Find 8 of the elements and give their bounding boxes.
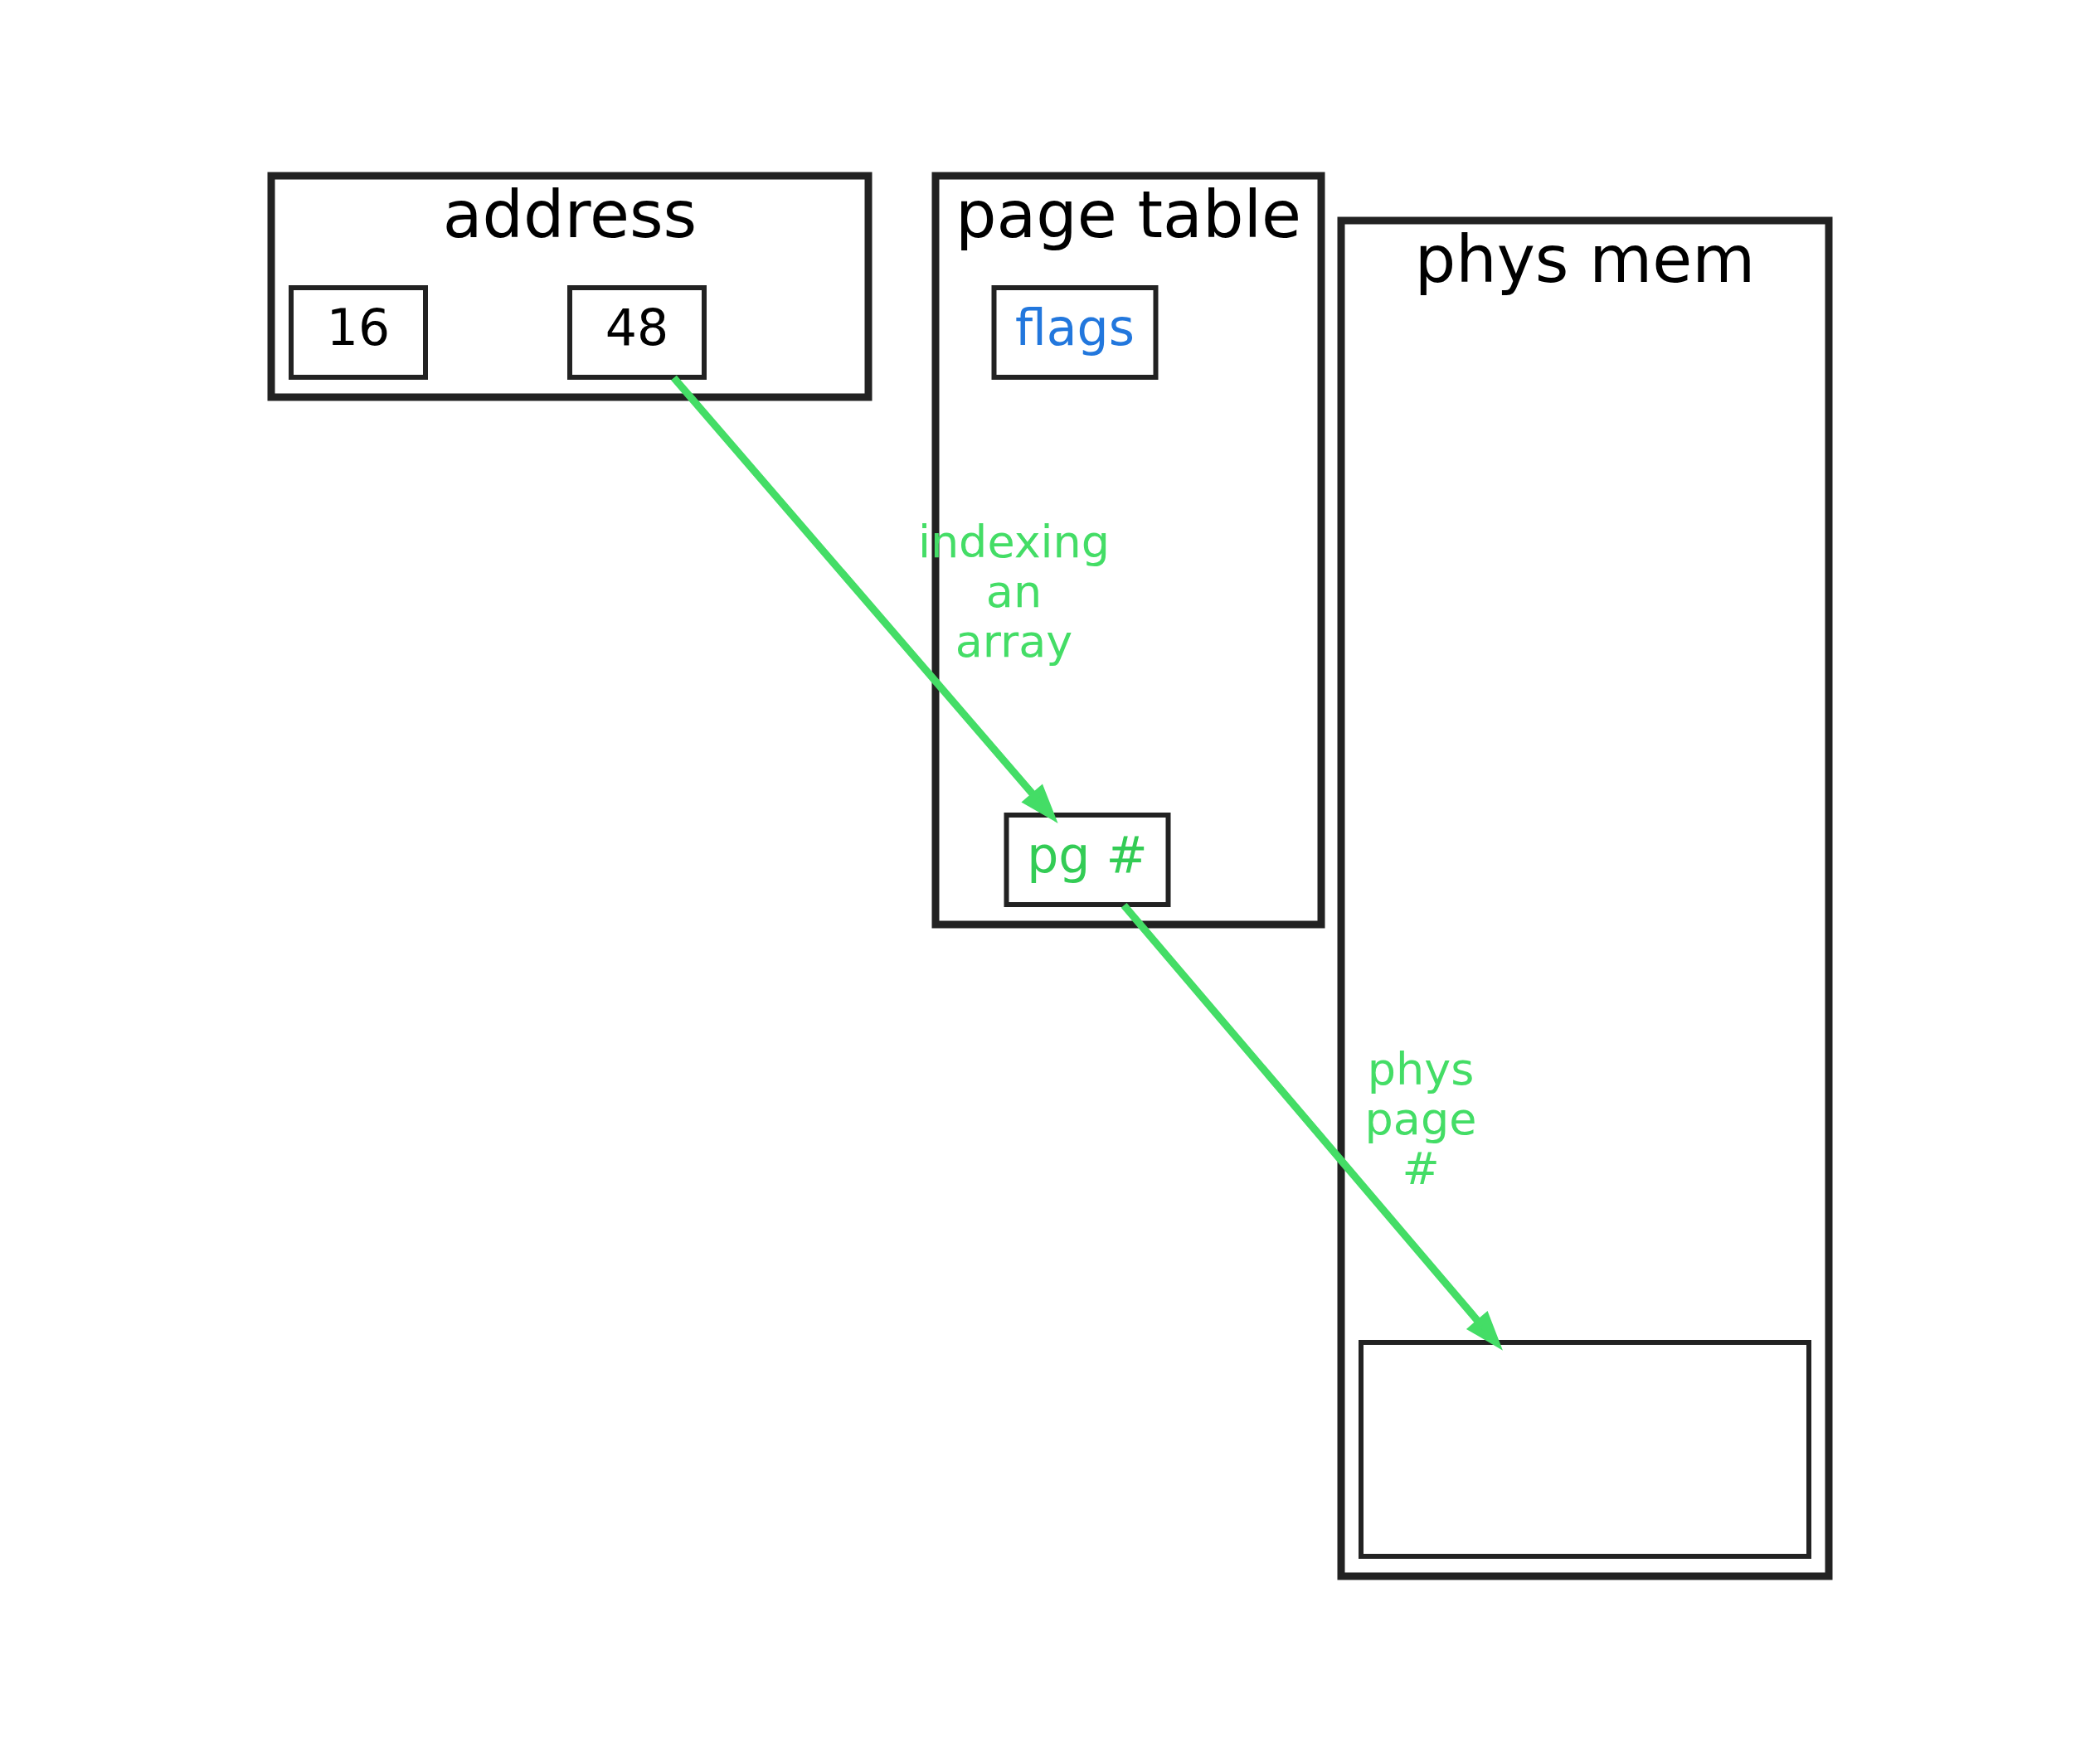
node-box: 16 — [289, 285, 428, 380]
node-box: 48 — [567, 285, 707, 380]
edge-label: phys page # — [1364, 1043, 1477, 1196]
arrow — [671, 375, 1058, 823]
node-box: flags — [991, 285, 1159, 380]
arrow — [1120, 902, 1503, 1351]
node-box: pg # — [1004, 813, 1171, 907]
node-box — [1359, 1340, 1811, 1559]
